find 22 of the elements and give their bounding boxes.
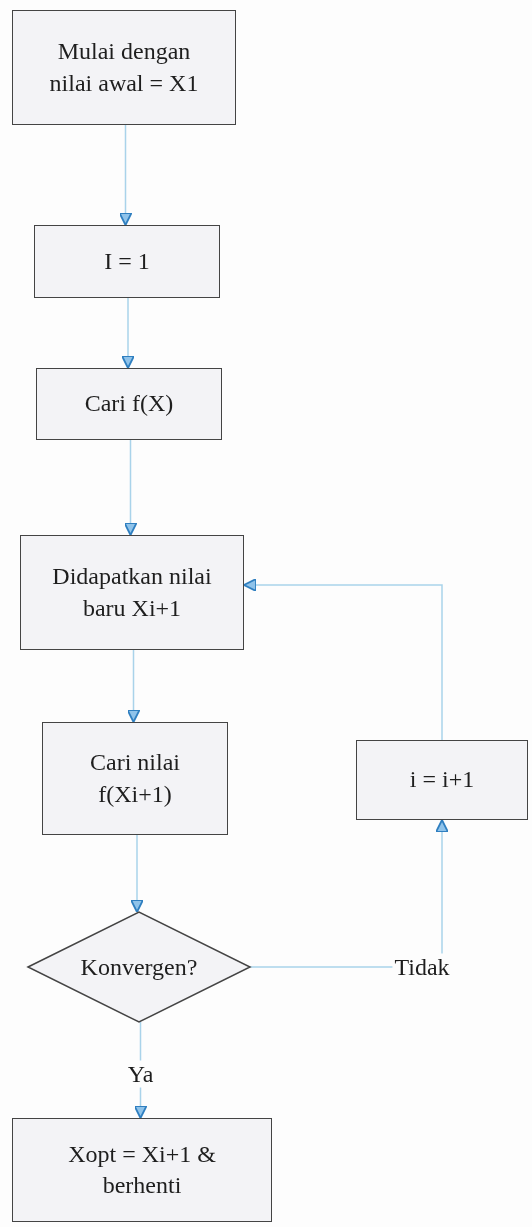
node-text: Mulai dengan nilai awal = X1 [48, 37, 200, 98]
node-text: Xopt = Xi+1 & berhenti [67, 1139, 217, 1200]
node-text: Cari f(X) [84, 389, 174, 419]
arrow [130, 834, 144, 913]
arrow [243, 578, 443, 741]
edge-label: Ya [125, 1060, 156, 1088]
process-box [34, 225, 220, 298]
node-text: I = 1 [104, 246, 150, 276]
process-box [42, 722, 228, 835]
process-box [12, 10, 236, 125]
process-box [36, 368, 222, 440]
node-text: Didapatkan nilai baru Xi+1 [51, 562, 213, 623]
process-box [356, 740, 528, 820]
process-box [12, 1118, 272, 1222]
arrow [118, 124, 133, 226]
node-text: Cari nilai f(Xi+1) [89, 748, 181, 809]
process-box [20, 535, 244, 650]
node-text: Konvergen? [80, 953, 198, 981]
arrow [123, 439, 138, 536]
arrow [126, 649, 141, 723]
node-text: i = i+1 [409, 765, 475, 795]
arrow [121, 297, 135, 369]
